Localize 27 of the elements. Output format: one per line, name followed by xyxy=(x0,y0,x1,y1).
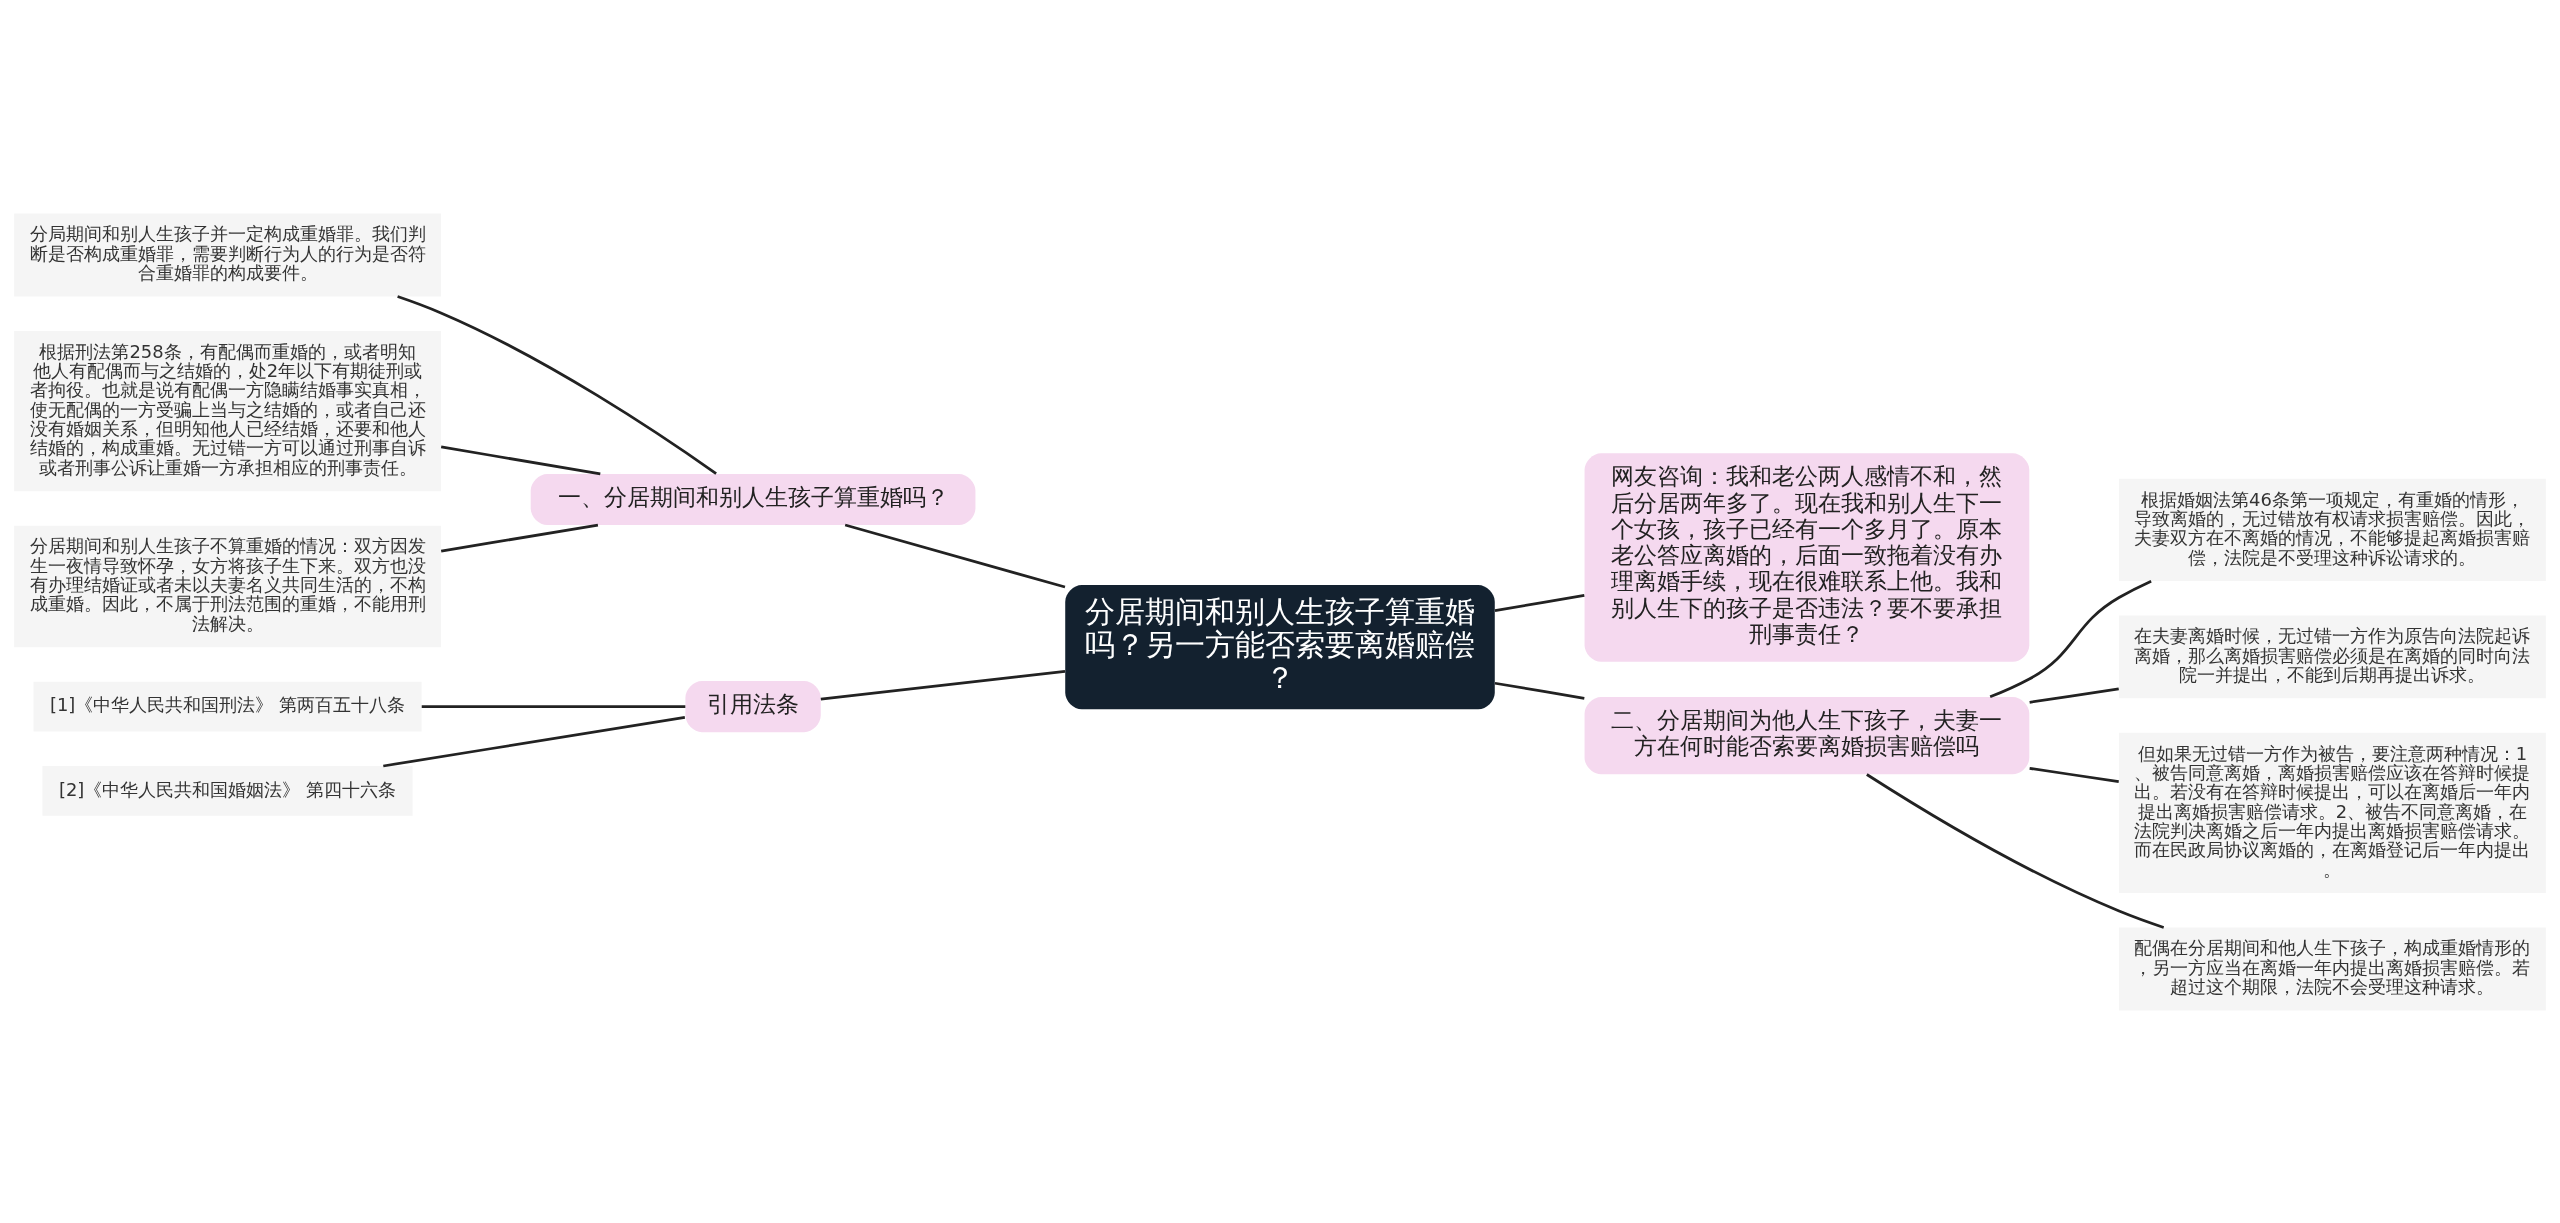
connector xyxy=(397,294,717,475)
connector xyxy=(440,445,601,475)
connector xyxy=(1494,593,1585,612)
node-box: 二、分居期间为他人生下孩子，夫妻一方在何时能否索要离婚损害赔偿吗 xyxy=(1584,696,2030,774)
node-box: [1]《中华人民共和国刑法》 第两百五十八条 xyxy=(33,681,422,731)
connector xyxy=(2029,687,2119,704)
node-box: 配偶在分居期间和他人生下孩子，构成重婚情形的，另一方应当在离婚一年内提出离婚损害赔偿。若超过这个期限，法院不会受理这种请求。 xyxy=(2119,927,2546,1010)
node-box: 网友咨询：我和老公两人感情不和，然后分居两年多了。现在我和别人生下一个女孩，孩子已经有一个多月了。原本老公答应离婚的，后面一致拖着没有办理离婚手续，现在很难联系上他。我和别人生下的孩子是否违法？要不要承担刑事责任？ xyxy=(1584,452,2030,662)
connector xyxy=(1866,772,2165,929)
connector xyxy=(1989,579,2152,698)
connector xyxy=(820,669,1066,700)
node-box: 根据刑法第258条，有配偶而重婚的，或者明知他人有配偶而与之结婚的，处2年以下有期徒刑或者拘役。也就是说有配偶一方隐瞒结婚事实真相，使无配偶的一方受骗上当与之结婚的，或者自己还没有婚姻关系，但明知他人已经结婚，还要和他人结婚的，构成重婚。无过错一方可以通过刑事自诉或者刑事公诉让重婚一方承担相应的刑事责任。 xyxy=(14,330,441,491)
node-box: [2]《中华人民共和国婚姻法》 第四十六条 xyxy=(42,765,413,816)
node-box: 一、分居期间和别人生孩子算重婚吗？ xyxy=(530,473,976,525)
connector xyxy=(844,523,1066,588)
connector xyxy=(440,523,599,552)
node-box: 引用法条 xyxy=(685,680,821,732)
node-box: 但如果无过错一方作为被告，要注意两种情况：1、被告同意离婚，离婚损害赔偿应该在答辩时候提出。若没有在答辩时候提出，可以在离婚后一年内提出离婚损害赔偿请求。2、被告不同意离婚，在法院判决离婚之后一年内提出离婚损害赔偿请求。而在民政局协议离婚的，在离婚登记后一年内提出。 xyxy=(2119,732,2546,893)
node-box: 分局期间和别人生孩子并一定构成重婚罪。我们判断是否构成重婚罪，需要判断行为人的行为是否符合重婚罪的构成要件。 xyxy=(14,213,441,296)
connector xyxy=(383,715,686,767)
connector xyxy=(1494,681,1585,700)
node-box: 分居期间和别人生孩子不算重婚的情况：双方因发生一夜情导致怀孕，女方将孩子生下来。双方也没有办理结婚证或者未以夫妻名义共同生活的，不构成重婚。因此，不属于刑法范围的重婚，不能用刑法解决。 xyxy=(14,525,441,647)
connector xyxy=(421,704,686,708)
node-box: 根据婚姻法第46条第一项规定，有重婚的情形，导致离婚的，无过错放有权请求损害赔偿。因此，夫妻双方在不离婚的情况，不能够提起离婚损害赔偿，法院是不受理这种诉讼请求的。 xyxy=(2119,478,2546,581)
node-box: 分居期间和别人生孩子算重婚吗？另一方能否索要离婚赔偿？ xyxy=(1065,584,1495,709)
connector xyxy=(2029,766,2119,783)
node-box: 在夫妻离婚时候，无过错一方作为原告向法院起诉离婚，那么离婚损害赔偿必须是在离婚的同时向法院一并提出，不能到后期再提出诉求。 xyxy=(2119,614,2546,698)
